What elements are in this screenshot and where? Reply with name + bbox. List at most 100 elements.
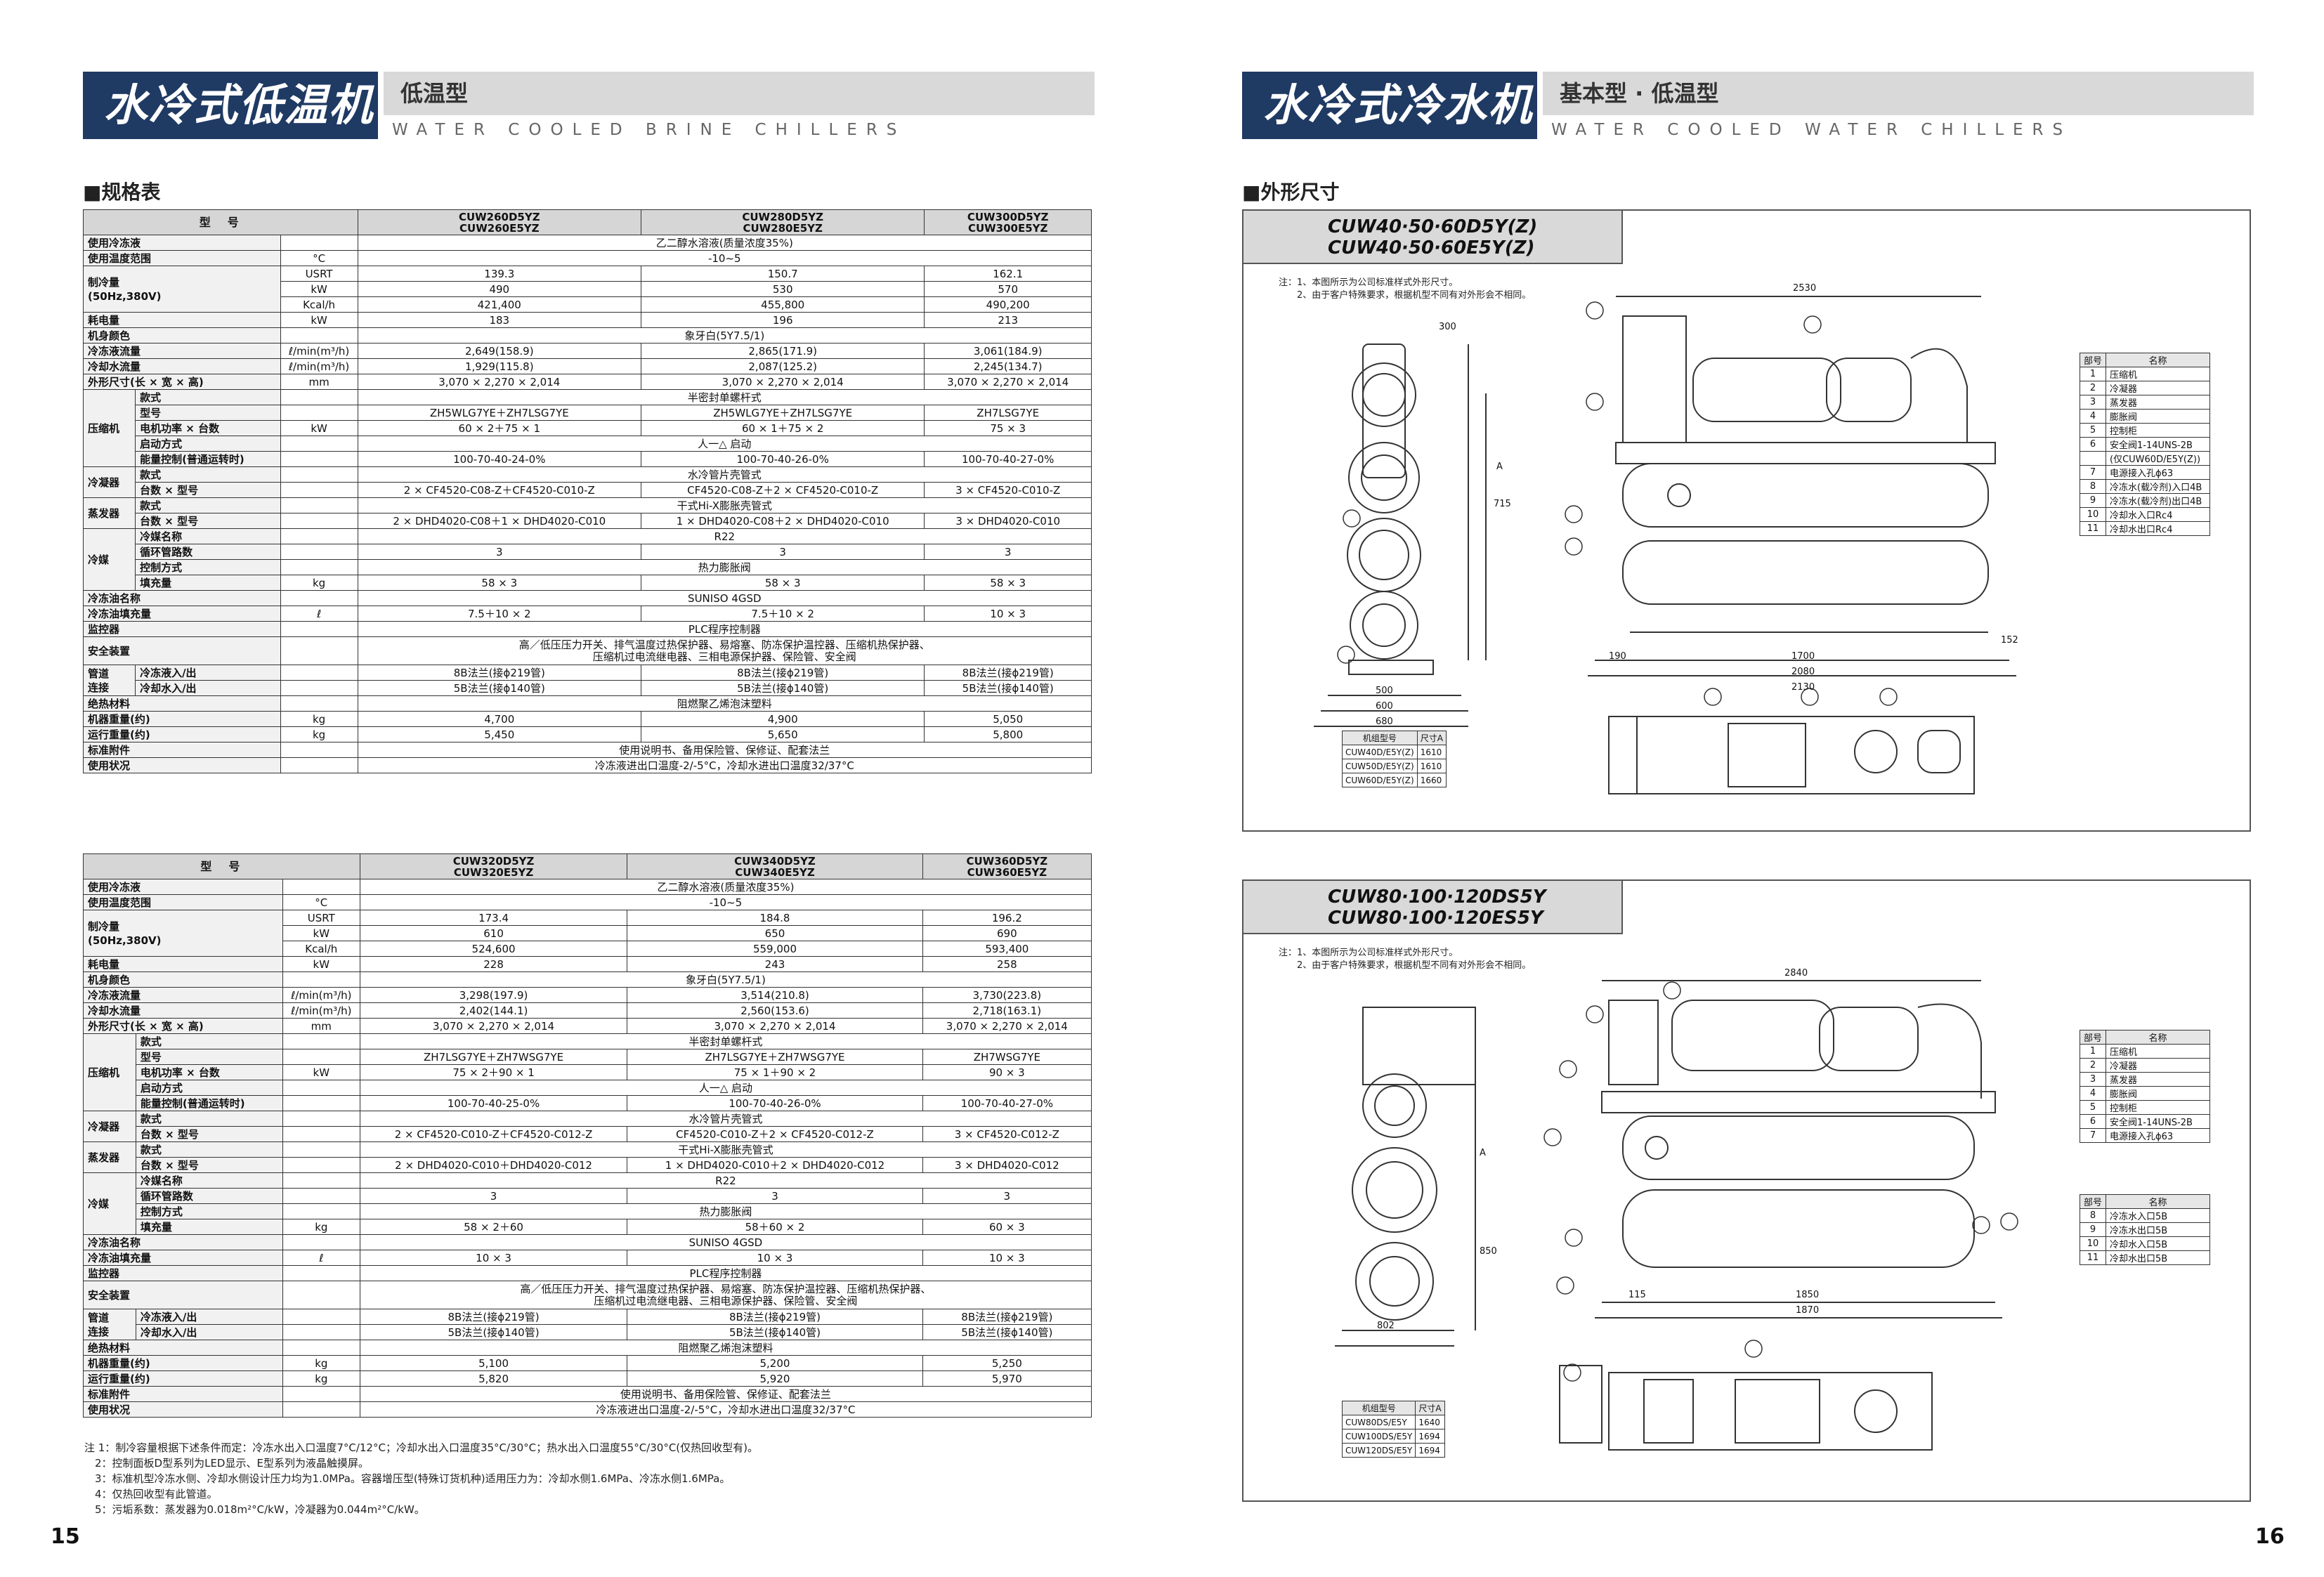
table-cell: 3,070 × 2,270 × 2,014	[922, 1018, 1092, 1034]
table-row: 机组型号尺寸A	[1341, 1401, 1445, 1415]
table-cell: 乙二醇水溶液(质量浓度35%)	[357, 235, 1092, 251]
table-cell: 100-70-40-26-0%	[627, 1095, 923, 1111]
table-row: 启动方式人一△ 启动	[84, 436, 1092, 452]
table-cell: 冷媒名称	[135, 528, 281, 544]
table-cell: 10	[2079, 1236, 2107, 1251]
table-cell: 填充量	[135, 575, 281, 591]
table-cell: 冷冻液入/出	[135, 1309, 283, 1325]
dim-1700: 1700	[1791, 651, 1815, 662]
table-cell: CF4520-C08-Z＋2 × CF4520-C010-Z	[640, 482, 925, 498]
table-row: 部号名称	[2079, 1030, 2211, 1045]
table-cell: 阻燃聚乙烯泡沫塑料	[359, 1340, 1092, 1356]
table-row: 使用冷冻液乙二醇水溶液(质量浓度35%)	[83, 879, 1092, 895]
table-cell: PLC程序控制器	[357, 621, 1092, 637]
panel-2-notes: 注：1、本图所示为公司标准样式外形尺寸。 2、由于客户特殊要求，根据机型不同有对…	[1279, 947, 1531, 972]
table-cell: 490	[357, 281, 641, 297]
table-cell: 冷却水出口5B	[2106, 1250, 2211, 1265]
note-line: 注：1、本图所示为公司标准样式外形尺寸。	[1279, 948, 1458, 958]
table-cell: 2	[2079, 1058, 2107, 1073]
table-cell: 5,450	[357, 726, 641, 742]
table-cell: 电源接入孔ϕ63	[2106, 465, 2211, 480]
dim-802: 802	[1377, 1321, 1395, 1331]
table-cell	[280, 497, 358, 513]
table-cell: 机身颜色	[83, 327, 281, 343]
table-cell: 3 × DHD4020-C010	[924, 513, 1092, 529]
table-cell: °C	[282, 894, 360, 910]
table-row: 冷凝器款式水冷管片壳管式	[83, 1111, 1092, 1142]
table-cell: 冷却水入口5B	[2106, 1236, 2211, 1251]
table-row: 使用状况冷冻液进出口温度-2/-5°C，冷却水进出口温度32/37°C	[83, 1401, 1092, 1418]
table-row: 使用状况冷冻液进出口温度-2/-5°C，冷却水进出口温度32/37°C	[83, 757, 1092, 773]
table-cell: 管道 连接	[83, 1309, 136, 1340]
table-cell: 213	[924, 312, 1092, 328]
table-cell	[282, 1172, 360, 1189]
table-cell: 3,730(223.8)	[922, 987, 1092, 1003]
panel-1-drawing	[1314, 296, 2016, 794]
table-cell: 3 × CF4520-C012-Z	[922, 1126, 1092, 1142]
table-cell: 冷凝器	[82, 466, 136, 498]
table-row: 启动方式人一△ 启动	[84, 1080, 1092, 1096]
table-cell: 5,650	[640, 726, 925, 742]
table-cell	[280, 451, 358, 467]
table-cell: 冷冻油名称	[83, 590, 281, 606]
table-row: 能量控制(普通运转时)100-70-40-24-0%100-70-40-26-0…	[84, 451, 1092, 467]
table-cell: 冷冻水出口5B	[2106, 1222, 2211, 1237]
table-cell: 58 × 3	[357, 575, 641, 591]
column-header: 尺寸A	[1416, 731, 1447, 745]
table-cell: 2,718(163.1)	[922, 1002, 1092, 1019]
table-cell: 3,070 × 2,270 × 2,014	[357, 374, 641, 390]
table-cell: 5,920	[627, 1370, 923, 1387]
right-section-title: ■外形尺寸	[1242, 181, 1340, 204]
column-header: CUW340D5YZ CUW340E5YZ	[627, 853, 923, 879]
table-cell	[2079, 451, 2107, 466]
table-cell: 1610	[1416, 745, 1447, 759]
left-title: 水冷式低温机组	[83, 72, 378, 198]
note-line: 2、由于客户特殊要求，根据机型不同有对外形会不相同。	[1279, 290, 1532, 301]
table-cell: 高／低压压力开关、排气温度过热保护器、易熔塞、防冻保护温控器、压缩机热保护器、 …	[357, 636, 1092, 665]
table-cell: 593,400	[922, 941, 1092, 957]
panel-1-model-tag: CUW40·50·60D5Y(Z) CUW40·50·60E5Y(Z)	[1243, 211, 1623, 264]
table-cell: 冷媒	[82, 528, 136, 591]
table-cell: 3,070 × 2,270 × 2,014	[640, 374, 925, 390]
table-cell: ZH7LSG7YE＋ZH7WSG7YE	[627, 1049, 923, 1065]
table-cell: 150.7	[640, 266, 925, 282]
table-row: 机组型号尺寸A	[1342, 731, 1447, 745]
dim-1870: 1870	[1796, 1305, 1820, 1316]
table-cell: 10 × 3	[359, 1250, 628, 1266]
table-cell: 610	[359, 925, 628, 941]
table-row: 标准附件使用说明书、备用保险管、保修证、配套法兰	[83, 1386, 1092, 1402]
table-cell: 型号	[135, 1049, 283, 1065]
table-cell: 冷媒名称	[135, 1172, 283, 1189]
note-line: 2：控制面板D型系列为LED显示、E型系列为液晶触摸屏。	[84, 1457, 369, 1470]
column-header: 名称	[2106, 1194, 2211, 1209]
table-cell: 58 × 3	[924, 575, 1092, 591]
table-row: (仅CUW60D/E5Y(Z))	[2079, 451, 2211, 466]
table-row: 压缩机款式半密封单螺杆式	[82, 389, 1092, 467]
table-cell: 7.5＋10 × 2	[640, 606, 925, 622]
table-cell: 690	[922, 925, 1092, 941]
table-cell: ℓ/min(m³/h)	[282, 1002, 360, 1019]
table-cell: 5B法兰(接ϕ140管)	[924, 680, 1092, 696]
dim-115: 115	[1628, 1290, 1646, 1300]
table-cell: 2 × DHD4020-C08＋1 × DHD4020-C010	[357, 513, 641, 529]
table-cell: 6	[2079, 1114, 2107, 1129]
note-line: 4：仅热回收型有此管道。	[84, 1488, 218, 1500]
table-cell: 3	[640, 544, 925, 560]
table-cell: 压缩机	[2106, 367, 2211, 381]
